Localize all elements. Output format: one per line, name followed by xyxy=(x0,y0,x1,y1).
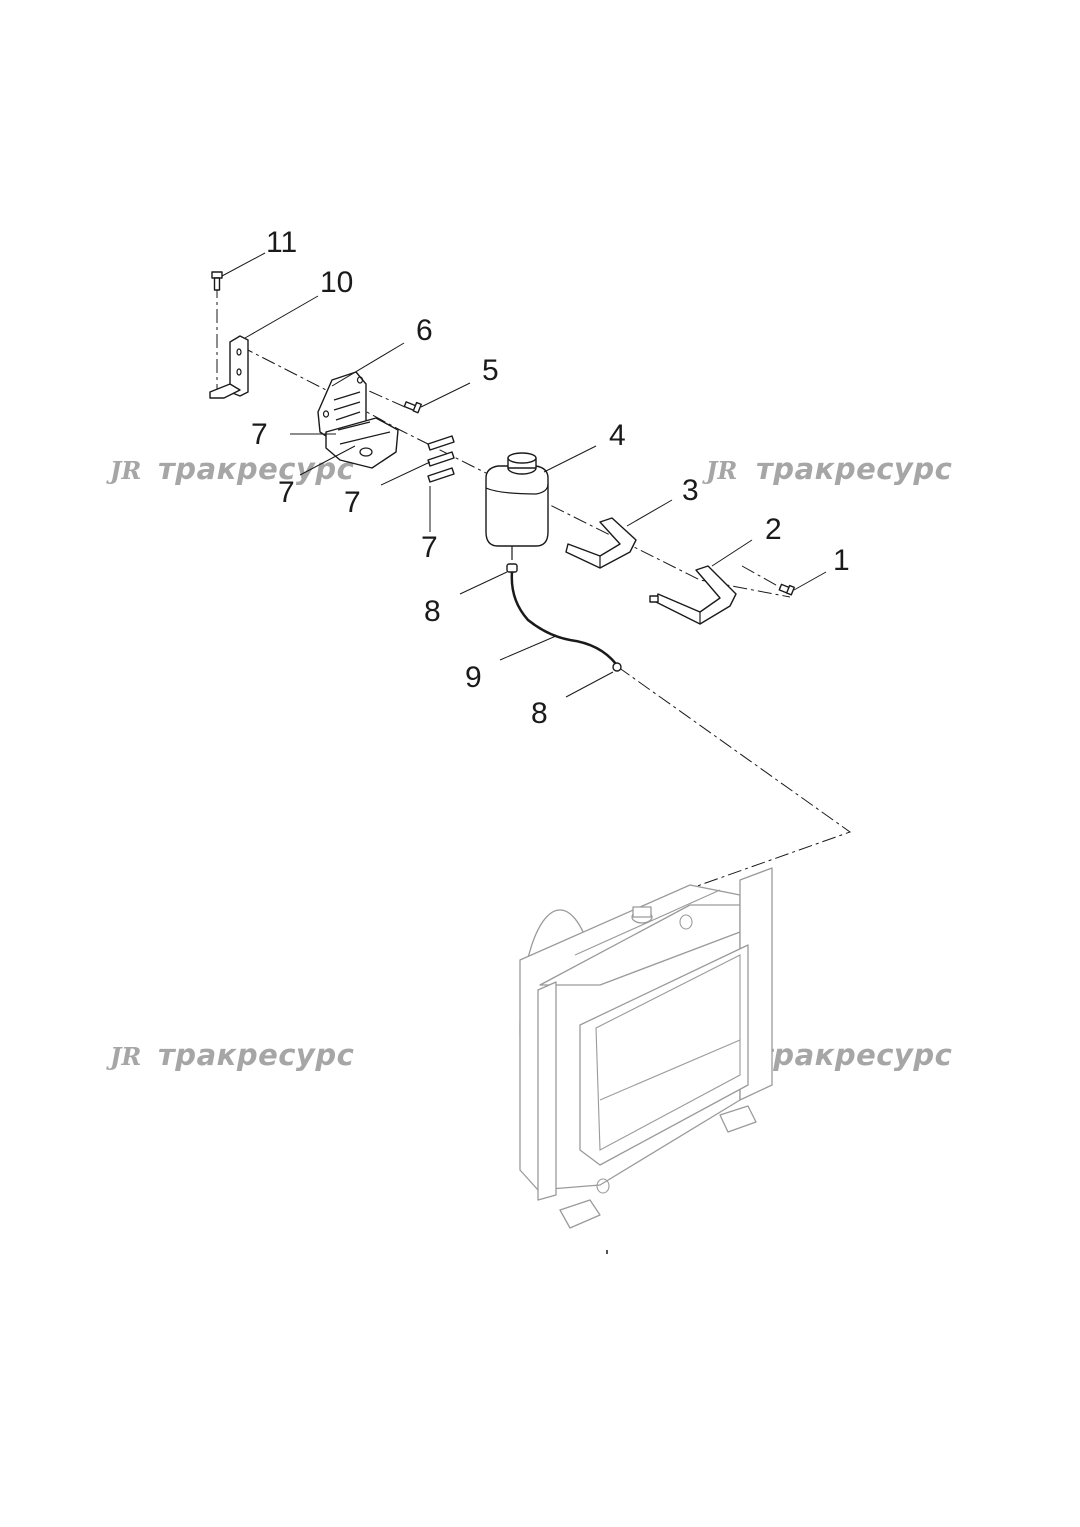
callout-labels: 11 10 6 5 7 7 7 7 4 3 2 1 8 9 8 xyxy=(251,226,850,730)
watermark-bottom-left: JR тракресурс xyxy=(106,1038,354,1072)
part-5-screw xyxy=(403,401,422,414)
part-2-strap xyxy=(649,565,737,625)
callout-4: 4 xyxy=(609,419,626,452)
watermark-text: тракресурс xyxy=(158,1038,354,1072)
part-8-clamp-lower xyxy=(612,662,622,672)
callout-7-d: 7 xyxy=(421,531,438,564)
assembly-axis-lines xyxy=(216,284,852,913)
callout-7-b: 7 xyxy=(278,476,295,509)
callout-5: 5 xyxy=(482,354,499,387)
callout-3: 3 xyxy=(682,474,699,507)
watermark-logo: JR xyxy=(702,456,737,485)
watermark-text: тракресурс xyxy=(158,452,354,486)
callout-7-a: 7 xyxy=(251,418,268,451)
callout-9: 9 xyxy=(465,661,482,694)
part-10-bracket xyxy=(209,335,249,399)
radiator-assembly-reference xyxy=(519,867,773,1229)
watermark-top-right: JR тракресурс xyxy=(702,452,952,486)
watermark-bottom-right: JR тракресурс xyxy=(702,1038,952,1072)
watermark-text: тракресурс xyxy=(756,452,952,486)
part-3-strap xyxy=(565,517,637,569)
callout-11: 11 xyxy=(266,226,297,259)
callout-7-c: 7 xyxy=(344,486,361,519)
part-11-bolt xyxy=(211,271,223,291)
callout-10: 10 xyxy=(320,266,353,299)
part-4-expansion-tank xyxy=(485,452,549,560)
callout-8-lower: 8 xyxy=(531,697,548,730)
part-8-clamp-upper xyxy=(506,563,518,573)
watermark-top-left: JR тракресурс xyxy=(106,452,354,486)
watermark-text: тракресурс xyxy=(756,1038,952,1072)
part-9-hose xyxy=(510,571,617,665)
callout-6: 6 xyxy=(416,314,433,347)
callout-8-upper: 8 xyxy=(424,595,441,628)
watermark-logo: JR xyxy=(106,1042,141,1071)
part-7-pads xyxy=(427,435,455,483)
callout-1: 1 xyxy=(833,544,850,577)
callout-2: 2 xyxy=(765,513,782,546)
leader-lines xyxy=(221,252,827,698)
watermark-logo: JR xyxy=(106,456,141,485)
part-1-bolt xyxy=(778,583,795,596)
